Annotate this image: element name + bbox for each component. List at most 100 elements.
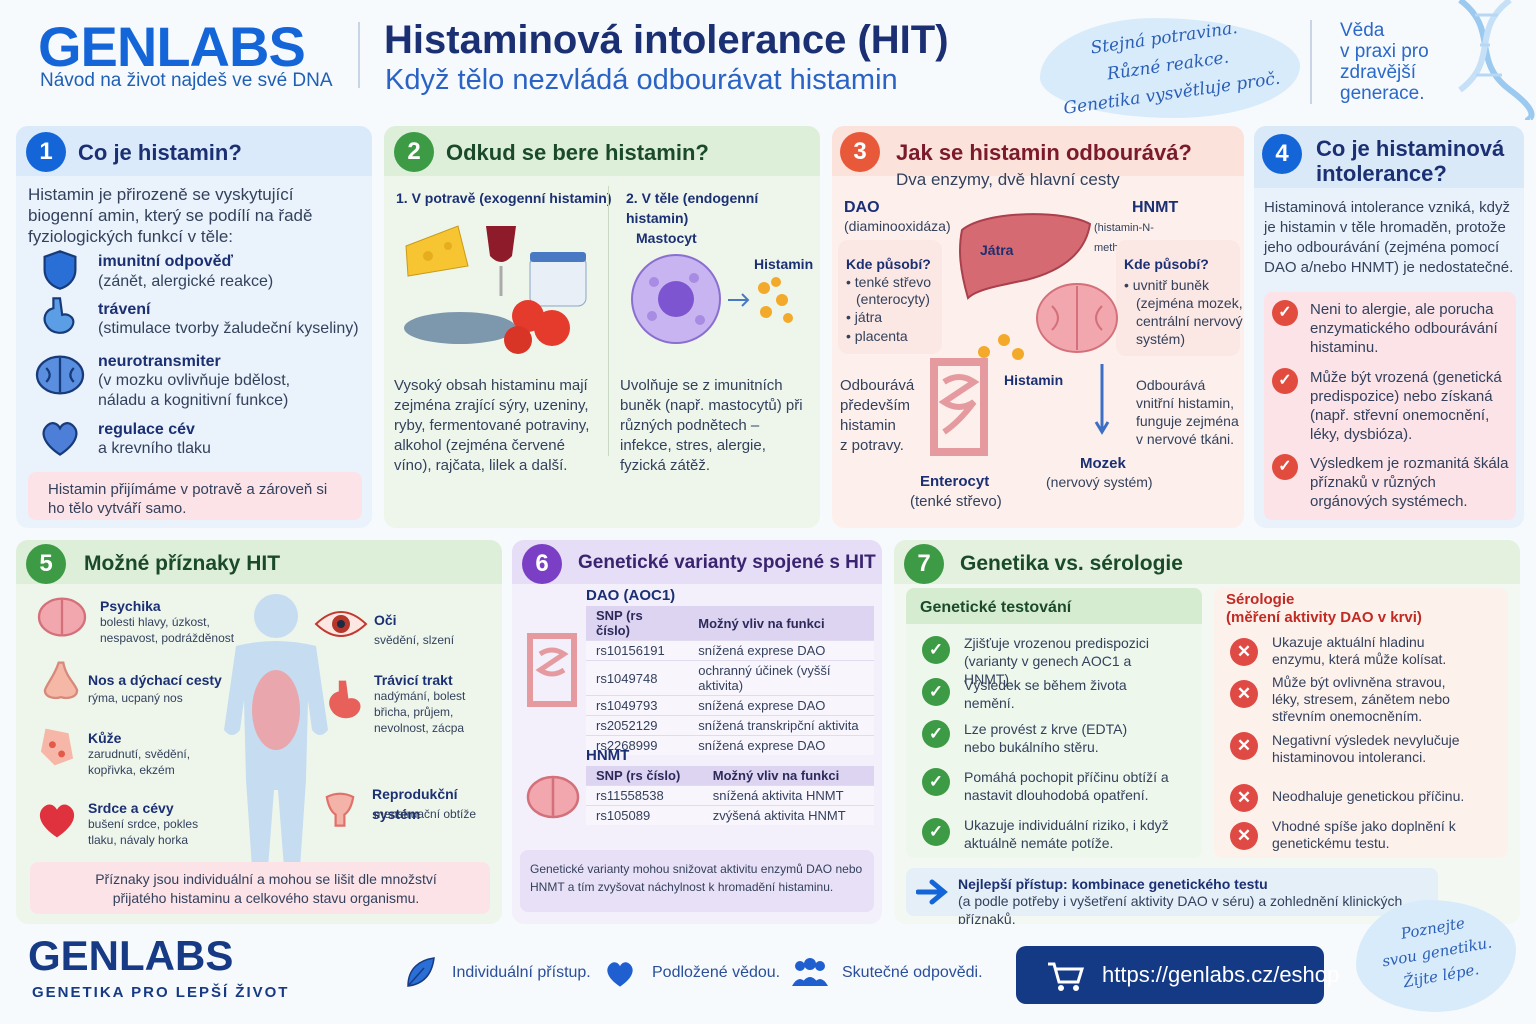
section-title: Možné příznaky HIT <box>84 552 281 575</box>
section-note-text: Genetické varianty mohou snižovat aktivi… <box>530 862 863 894</box>
mozek-label: Mozek <box>1080 455 1126 472</box>
histamine-molecules-icon <box>978 334 1024 360</box>
shield-icon <box>43 250 77 290</box>
hnmt-label: HNMT <box>1132 199 1179 216</box>
dao-label: DAO <box>844 199 880 216</box>
kde-label: Kde působí? <box>846 256 931 272</box>
symptom-desc: menstruační obtíže <box>374 807 477 821</box>
check-icon: ✓ <box>1272 454 1298 480</box>
col-header: SNP (rs číslo) <box>586 606 689 641</box>
genetic-point: Pomáhá pochopit příčinu obtíží a nastavi… <box>964 769 1169 803</box>
footer-feature: Skutečné odpovědi. <box>842 964 983 981</box>
nose-icon <box>43 661 79 700</box>
mastocyt-label: Mastocyt <box>636 230 697 246</box>
symptom-title: Oči <box>374 612 397 628</box>
eshop-link-button[interactable]: https://genlabs.cz/eshop <box>1016 946 1339 1004</box>
check-icon: ✓ <box>1272 368 1298 394</box>
best-approach-box <box>906 868 1438 916</box>
intro-text: Histamin je přirozeně se vyskytující bio… <box>28 185 313 246</box>
section-note <box>520 850 874 912</box>
symptom-title: Psychika <box>100 598 161 614</box>
col-header: Možný vliv na funkci <box>702 766 874 786</box>
point-text: Neni to alergie, ale porucha enzymatické… <box>1310 301 1498 356</box>
section-note-text: Příznaky jsou individuální a mohou se li… <box>95 871 437 906</box>
footer-feature: Individuální přístup. <box>452 964 591 981</box>
arrow-right-icon <box>916 879 948 905</box>
section-7: 7 Genetika vs. sérologie Genetické testo… <box>894 540 1520 924</box>
intestine-icon <box>930 358 988 456</box>
footer-note-blob <box>1356 900 1516 1012</box>
eshop-url: https://genlabs.cz/eshop <box>1102 962 1340 987</box>
arrow-icon <box>1094 364 1110 435</box>
hnmt-place: • uvnitř buněk <box>1124 277 1210 293</box>
genetic-title: Genetické testování <box>920 599 1072 616</box>
dao-place: • tenké střevo <box>846 274 932 290</box>
uterus-icon <box>325 792 355 827</box>
histamin-label: Histamin <box>754 256 814 272</box>
item-desc: a krevního tlaku <box>98 440 211 457</box>
section-number: 6 <box>522 544 562 584</box>
dao-gene-title: DAO (AOC1) <box>586 587 676 604</box>
col-header: Možný vliv na funkci <box>688 606 874 641</box>
item-title: imunitní odpověď <box>98 253 234 270</box>
section-number: 3 <box>840 132 880 172</box>
brain-icon <box>526 775 580 819</box>
stomach-icon <box>329 680 361 719</box>
serology-point: Vhodné spíše jako doplnění k genetickému… <box>1272 818 1456 851</box>
leaf-icon <box>407 957 435 987</box>
note-blob <box>1040 18 1300 118</box>
body-silhouette <box>224 594 328 868</box>
heart-icon <box>607 962 633 987</box>
x-icon: ✕ <box>1230 822 1258 850</box>
intestine-icon <box>527 633 577 707</box>
x-icon: ✕ <box>1230 638 1258 666</box>
section-5: 5 Možné příznaky HIT Psychika bolesti hl… <box>16 540 502 924</box>
food-illustration <box>404 225 587 354</box>
symptom-desc: zarudnutí, svědění, kopřivka, ekzém <box>88 747 191 777</box>
section-subtitle: Dva enzymy, dvě hlavní cesty <box>896 170 1120 189</box>
veda-slogan: Věda v praxi pro zdravější generace. <box>1340 20 1429 104</box>
skin-icon <box>40 728 74 766</box>
col-divider <box>608 186 609 456</box>
symptom-desc: bolesti hlavy, úzkost, nespavost, podráž… <box>100 615 235 645</box>
dao-full: (diaminooxidáza) <box>844 218 951 234</box>
section-2: 2 Odkud se bere histamin? 1. V potravě (… <box>384 126 820 528</box>
serology-point: Ukazuje aktuální hladinu enzymu, která m… <box>1272 634 1447 667</box>
jatra-label: Játra <box>980 242 1014 258</box>
genetic-point: Výsledek se během života nemění. <box>964 677 1127 711</box>
check-icon: ✓ <box>922 678 950 706</box>
hnmt-place: centrální nervový <box>1136 313 1243 329</box>
item-desc: (stimulace tvorby žaludeční kyseliny) <box>98 320 359 337</box>
symptom-title: Srdce a cévy <box>88 800 174 816</box>
col-header: SNP (rs číslo) <box>586 766 703 786</box>
col1-text: Vysoký obsah histaminu mají zejména zraj… <box>394 377 590 474</box>
hnmt-place: (zejména mozek, <box>1136 295 1243 311</box>
section-note <box>30 862 490 914</box>
heart-icon <box>39 804 75 838</box>
genetic-panel <box>906 588 1202 858</box>
serology-point: Může být ovlivněna stravou, léky, strese… <box>1272 674 1450 724</box>
check-icon: ✓ <box>922 720 950 748</box>
item-title: trávení <box>98 301 151 318</box>
col2-text: Uvolňuje se z imunitních buněk (např. ma… <box>620 377 803 474</box>
heart-icon <box>42 422 78 456</box>
serology-point: Neodhaluje genetickou příčinu. <box>1272 788 1465 804</box>
points-box <box>1264 292 1516 520</box>
hnmt-where-box <box>1116 240 1240 356</box>
best-approach-text: (a podle potřeby i vyšetření aktivity DA… <box>958 893 1403 924</box>
enterocyt-label: Enterocyt <box>920 473 990 490</box>
hnmt-place: systém) <box>1136 331 1185 347</box>
people-icon <box>792 958 828 986</box>
kde-label: Kde působí? <box>1124 256 1209 272</box>
section-number: 2 <box>394 132 434 172</box>
footer-tagline: GENETIKA PRO LEPŠÍ ŽIVOT <box>32 984 290 1001</box>
symptom-title: Reprodukční systém <box>372 786 458 822</box>
x-icon: ✕ <box>1230 680 1258 708</box>
histamin-label: Histamin <box>1004 372 1064 388</box>
